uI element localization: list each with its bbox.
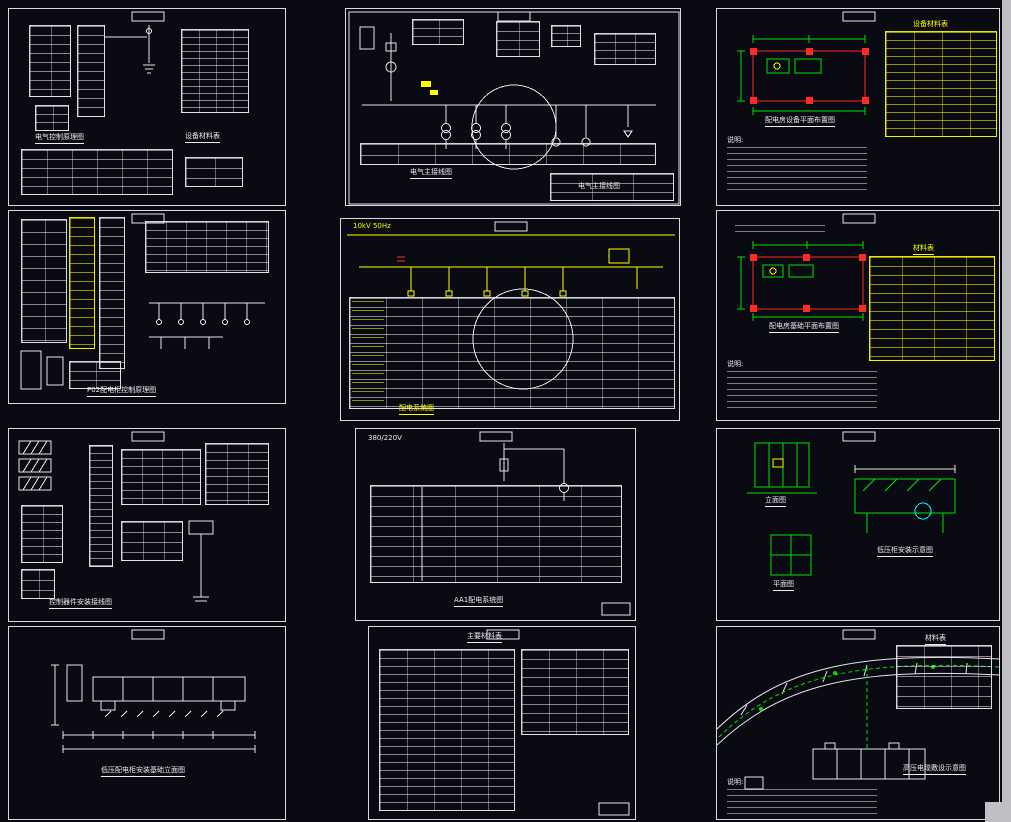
- relay-table: [29, 25, 71, 97]
- caption-b: 低压柜安装示意图: [877, 547, 933, 557]
- r2-linework: [737, 213, 876, 321]
- top-table-2: [496, 21, 540, 57]
- caption: 配电系统图: [399, 405, 434, 415]
- l4-linework: [51, 629, 256, 753]
- caption-a: 立面图: [765, 497, 786, 507]
- sheet-m1: 电气主接线图 电气主接线图: [345, 8, 681, 206]
- table-title: 材料表: [925, 635, 946, 645]
- table-title: 设备材料表: [913, 20, 948, 28]
- terminal-strip: [77, 25, 105, 117]
- yellow-label-column: [352, 301, 384, 405]
- small-block: [35, 105, 69, 131]
- m4-linework: [486, 629, 630, 816]
- data-table: [145, 221, 269, 273]
- sheet-l1: 电气控制原理图 设备材料表: [8, 8, 286, 206]
- sheet-l4: 低压配电柜安装基础立面图: [8, 626, 286, 820]
- l3-linework: [18, 431, 214, 602]
- caption: 电气控制原理图: [35, 134, 84, 144]
- header-text: 380/220V: [368, 434, 402, 442]
- terminal-column: [99, 217, 125, 369]
- sheet-r2: 配电房基础平面布置图 材料表 说明:: [716, 210, 1000, 421]
- parts-table: [181, 29, 249, 113]
- caption: 控制器件安装接线图: [49, 599, 112, 609]
- table-title: 材料表: [913, 245, 934, 255]
- top-table-3: [551, 25, 581, 47]
- material-table-right: [521, 649, 629, 735]
- schedule-table: [21, 149, 173, 195]
- sheet-m3: 380/220V AA1配电系统图: [355, 428, 636, 621]
- r1-linework: [737, 11, 876, 115]
- legend-table: [185, 157, 243, 187]
- sheet-r1: 配电房设备平面布置图 设备材料表 说明:: [716, 8, 1000, 206]
- caption: 配电房设备平面布置图: [765, 117, 835, 127]
- header-lines: [735, 225, 825, 235]
- title-block: [550, 173, 674, 201]
- table-c: [121, 521, 183, 561]
- feeder-strip-table: [360, 143, 656, 165]
- equipment-table: [885, 31, 997, 137]
- left-table: [21, 505, 63, 563]
- caption: 低压配电柜安装基础立面图: [101, 767, 185, 777]
- top-table-4: [594, 33, 656, 65]
- contact-stack: [21, 219, 67, 343]
- caption: 配电房基础平面布置图: [769, 323, 839, 333]
- system-table: [349, 297, 675, 409]
- notes-title: 说明:: [727, 136, 744, 144]
- table-title: 主要材料表: [467, 633, 502, 643]
- notes-lines: [727, 147, 867, 195]
- l1-linework: [105, 11, 165, 74]
- sheet-r3: 立面图 低压柜安装示意图 平面图: [716, 428, 1000, 621]
- scrollbar-corner: [985, 802, 1011, 822]
- notes-title: 说明:: [727, 778, 744, 786]
- small-table: [69, 361, 121, 389]
- top-table-1: [412, 19, 464, 45]
- notes-title: 说明:: [727, 360, 744, 368]
- caption: 电气主接线图: [410, 169, 452, 179]
- material-table: [869, 256, 995, 361]
- sheet-m2: 10kV 50Hz 配电系统图: [340, 218, 680, 421]
- caption-c: 平面图: [773, 581, 794, 591]
- sheet-l2: P02配电柜控制原理图: [8, 210, 286, 404]
- r3-linework: [747, 431, 956, 576]
- table-b: [205, 443, 269, 505]
- sheet-r4: 材料表 高压电缆敷设示意图 说明:: [716, 626, 1001, 820]
- caption: 高压电缆敷设示意图: [903, 765, 966, 775]
- sheet-l3: 控制器件安装接线图: [8, 428, 286, 622]
- highlight-column: [69, 217, 95, 349]
- notes-lines: [727, 789, 877, 815]
- header-text: 10kV 50Hz: [353, 222, 391, 230]
- material-table-left: [379, 649, 515, 811]
- left-small-table: [21, 569, 55, 599]
- caption: AA1配电系统图: [454, 597, 504, 607]
- terminal-column: [89, 445, 113, 567]
- m1-linework: [348, 11, 680, 205]
- sheet-m4: 主要材料表: [368, 626, 636, 820]
- table-a: [121, 449, 201, 505]
- caption: P02配电柜控制原理图: [87, 387, 157, 397]
- title-block-text: 电气主接线图: [578, 182, 620, 190]
- notes-lines: [727, 371, 877, 413]
- vertical-scrollbar[interactable]: [1002, 0, 1011, 822]
- system-table: [370, 485, 622, 583]
- material-table: [896, 645, 992, 709]
- caption: 设备材料表: [185, 133, 220, 143]
